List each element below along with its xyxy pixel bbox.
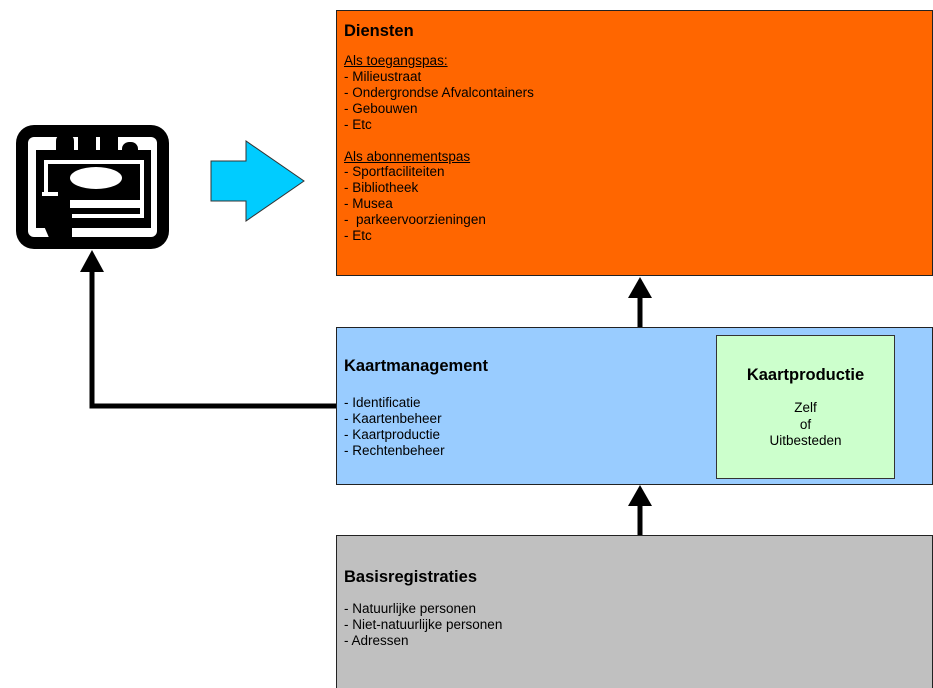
kaartmanagement-list: - Identificatie - Kaartenbeheer - Kaartp… (344, 395, 445, 459)
kaartproductie-line: Zelf (794, 400, 817, 415)
abonnementspas-heading: Als abonnementspas (344, 148, 471, 164)
basisregistraties-box: Basisregistraties - Natuurlijke personen… (336, 535, 933, 688)
list-item: - Identificatie (344, 395, 421, 410)
list-item: - Musea (344, 196, 393, 212)
connector-kaartmanagement-to-card (80, 250, 336, 409)
diensten-title: Diensten (344, 22, 414, 40)
list-item: - Milieustraat (344, 68, 422, 84)
kaartproductie-line: of (799, 416, 812, 432)
arrow-basis-to-kaartmanagement (628, 485, 652, 535)
list-item: - parkeervoorzieningen (344, 212, 486, 228)
list-item: - Rechtenbeheer (344, 442, 445, 458)
list-item: - Etc (344, 116, 372, 132)
basisregistraties-title: Basisregistraties (344, 568, 477, 586)
list-item: - Adressen (344, 632, 409, 648)
list-item: - Niet-natuurlijke personen (344, 616, 503, 632)
arrow-kaartmanagement-to-diensten (628, 277, 652, 327)
list-item: - Etc (344, 228, 372, 244)
list-item: - Bibliotheek (344, 180, 419, 196)
list-item: - Ondergrondse Afvalcontainers (344, 84, 534, 100)
basisregistraties-list: - Natuurlijke personen - Niet-natuurlijk… (344, 601, 502, 649)
kaartmanagement-title: Kaartmanagement (344, 357, 488, 375)
kaartproductie-text: Zelf of Uitbesteden (717, 400, 894, 450)
diensten-box: Diensten Als toegangspas: - Milieustraat… (336, 10, 933, 276)
hand-holding-card-icon (16, 125, 169, 249)
right-arrow-icon (210, 140, 305, 222)
list-item: - Kaartenbeheer (344, 410, 442, 426)
list-item: - Gebouwen (344, 100, 418, 116)
kaartproductie-title: Kaartproductie (746, 366, 865, 384)
list-item: - Kaartproductie (344, 426, 441, 442)
kaartproductie-line: Uitbesteden (769, 433, 842, 448)
toegangspas-heading: Als toegangspas: (344, 53, 448, 68)
list-item: - Sportfaciliteiten (344, 164, 445, 180)
kaartproductie-box: Kaartproductie Zelf of Uitbesteden (716, 335, 895, 479)
list-item: - Natuurlijke personen (344, 601, 477, 616)
